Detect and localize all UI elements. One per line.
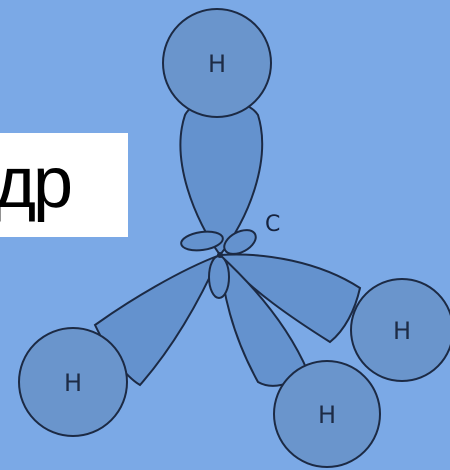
hydrogen-label-top: H xyxy=(208,50,226,78)
caption-box: др xyxy=(0,133,128,237)
hydrogen-label-bottom: H xyxy=(318,401,336,429)
orbital-lobe-right xyxy=(217,253,362,344)
back-lobe-left xyxy=(180,230,224,252)
carbon-label: C xyxy=(265,212,280,237)
hydrogen-atom-left xyxy=(18,327,128,437)
back-lobe-right xyxy=(223,229,257,255)
hydrogen-label-left: H xyxy=(64,369,82,397)
hydrogen-atom-bottom xyxy=(273,360,381,468)
hydrogen-atom-right xyxy=(350,278,450,382)
hydrogen-atom-top xyxy=(162,8,272,118)
back-lobe-bottom xyxy=(208,255,230,299)
hydrogen-label-right: H xyxy=(393,317,411,345)
caption-text: др xyxy=(0,143,73,223)
carbon-center xyxy=(217,252,223,258)
